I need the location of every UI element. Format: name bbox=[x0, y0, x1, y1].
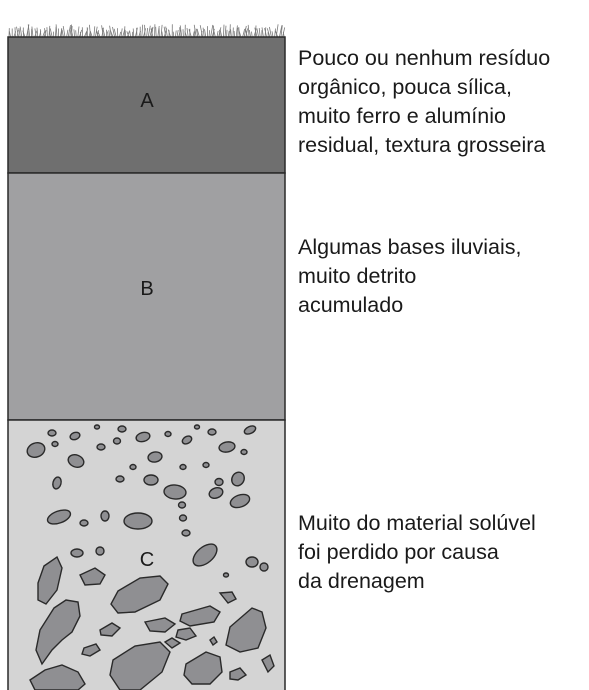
horizon-b-label: B bbox=[140, 278, 153, 300]
grass-blade bbox=[74, 29, 75, 37]
grass-surface bbox=[9, 24, 285, 37]
pebble bbox=[180, 465, 186, 470]
horizon-c-label: C bbox=[140, 549, 154, 571]
grass-blade bbox=[109, 30, 110, 37]
pebble bbox=[241, 450, 247, 455]
grass-blade bbox=[234, 31, 235, 37]
grass-blade bbox=[76, 30, 77, 37]
grass-blade bbox=[272, 31, 273, 37]
pebble bbox=[96, 547, 104, 555]
grass-blade bbox=[78, 27, 79, 38]
grass-blade bbox=[173, 32, 174, 37]
grass-blade bbox=[193, 32, 194, 38]
grass-blade bbox=[121, 28, 122, 37]
grass-blade bbox=[228, 31, 229, 37]
pebble bbox=[144, 475, 158, 485]
grass-blade bbox=[156, 27, 157, 37]
pebble bbox=[95, 425, 100, 429]
grass-blade bbox=[32, 27, 33, 37]
grass-blade bbox=[177, 30, 178, 37]
horizon-b-description: Algumas bases iluviais, muito detrito ac… bbox=[298, 233, 521, 320]
pebble bbox=[114, 438, 121, 444]
grass-blade bbox=[124, 26, 125, 37]
grass-blade bbox=[236, 25, 237, 37]
grass-blade bbox=[205, 29, 206, 37]
grass-blade bbox=[217, 31, 218, 37]
grass-blade bbox=[132, 32, 133, 37]
pebble bbox=[101, 511, 109, 521]
grass-blade bbox=[231, 29, 232, 37]
pebble bbox=[118, 426, 126, 432]
grass-blade bbox=[187, 28, 188, 37]
grass-blade bbox=[62, 30, 63, 37]
pebble bbox=[208, 429, 216, 435]
grass-blade bbox=[147, 28, 148, 37]
grass-blade bbox=[257, 28, 259, 37]
horizon-c-description: Muito do material solúvel foi perdido po… bbox=[298, 509, 536, 596]
grass-blade bbox=[230, 24, 231, 37]
pebble bbox=[224, 573, 229, 577]
grass-blade bbox=[209, 30, 210, 37]
grass-blade bbox=[94, 26, 95, 37]
grass-blade bbox=[180, 27, 181, 37]
pebble bbox=[97, 444, 105, 450]
grass-blade bbox=[223, 25, 224, 37]
grass-blade bbox=[275, 29, 276, 38]
grass-blade bbox=[225, 26, 226, 37]
grass-blade bbox=[130, 31, 131, 38]
grass-blade bbox=[19, 28, 20, 37]
grass-blade bbox=[249, 30, 250, 37]
pebble bbox=[48, 430, 56, 436]
pebble bbox=[215, 479, 223, 486]
grass-blade bbox=[203, 28, 204, 37]
pebble bbox=[130, 465, 136, 470]
grass-blade bbox=[40, 29, 41, 37]
pebble bbox=[246, 557, 258, 567]
pebble bbox=[182, 530, 190, 536]
grass-blade bbox=[125, 30, 126, 37]
horizon-a-description: Pouco ou nenhum resíduo orgânico, pouca … bbox=[298, 44, 550, 160]
grass-blade bbox=[37, 28, 38, 37]
grass-blade bbox=[248, 25, 249, 37]
grass-blade bbox=[252, 32, 253, 37]
grass-blade bbox=[108, 32, 109, 38]
pebble bbox=[195, 425, 200, 429]
pebble bbox=[80, 520, 88, 526]
pebble bbox=[260, 563, 268, 571]
grass-blade bbox=[133, 29, 134, 38]
horizon-a-label: A bbox=[140, 90, 154, 112]
pebble bbox=[124, 513, 152, 529]
grass-blade bbox=[283, 32, 284, 37]
grass-blade bbox=[162, 32, 163, 37]
grass-blade bbox=[56, 24, 57, 37]
grass-blade bbox=[47, 27, 48, 37]
grass-blade bbox=[175, 31, 176, 38]
pebble bbox=[52, 442, 58, 447]
pebble bbox=[165, 432, 171, 437]
grass-blade bbox=[214, 31, 215, 37]
grass-blade bbox=[142, 25, 143, 37]
grass-blade bbox=[259, 28, 260, 37]
pebble bbox=[180, 515, 187, 521]
pebble bbox=[71, 549, 83, 557]
pebble bbox=[203, 463, 209, 468]
pebble bbox=[116, 476, 124, 482]
grass-blade bbox=[67, 30, 68, 37]
grass-blade bbox=[161, 25, 162, 37]
grass-blade bbox=[119, 32, 120, 37]
pebble bbox=[179, 502, 186, 508]
